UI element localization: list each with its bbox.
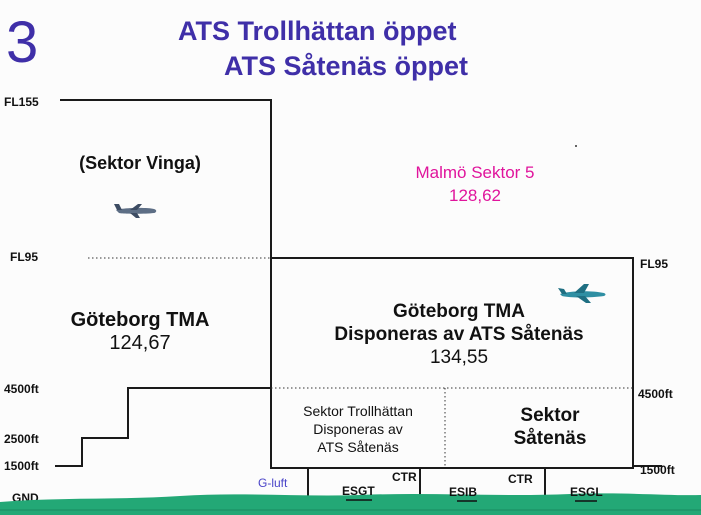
title-line-2: ATS Såtenäs öppet — [224, 51, 468, 81]
malmo-sector-name: Malmö Sektor 5 — [415, 163, 534, 182]
gbg-tma-left-frequency: 124,67 — [109, 332, 170, 354]
esgl-label: ESGL — [570, 485, 603, 499]
gbg-tma-right-disponeras: Disponeras av ATS Såtenäs — [334, 324, 583, 345]
dotted-boundaries — [88, 257, 633, 468]
level-fl95-left: FL95 — [10, 250, 38, 264]
airliner-icon — [114, 204, 157, 218]
trollhattan-line-3: ATS Såtenäs — [317, 439, 398, 455]
ctr-right-label: CTR — [508, 472, 533, 486]
satenas-sector-line-1: Sektor — [520, 405, 580, 426]
malmo-sector-frequency: 128,62 — [449, 186, 501, 205]
esgt-label: ESGT — [342, 484, 375, 498]
level-2500ft: 2500ft — [4, 432, 39, 446]
trollhattan-line-1: Sektor Trollhättan — [303, 403, 413, 419]
diagram-number: 3 — [6, 10, 38, 75]
level-fl155: FL155 — [4, 95, 39, 109]
gbg-tma-right-name: Göteborg TMA — [393, 301, 525, 322]
fighter-jet-icon — [558, 284, 606, 303]
gbg-tma-right-frequency: 134,55 — [430, 347, 488, 368]
level-4500ft-right: 4500ft — [638, 387, 673, 401]
sector-vinga-label: (Sektor Vinga) — [79, 153, 201, 173]
gbg-tma-satenas-box — [270, 257, 634, 469]
airport-underlines — [346, 499, 597, 502]
level-fl95-right: FL95 — [640, 257, 668, 271]
gbg-tma-left-name: Göteborg TMA — [71, 309, 210, 331]
gbg-tma-lower-steps — [55, 387, 271, 467]
level-4500ft-left: 4500ft — [4, 382, 39, 396]
ctr-left-label: CTR — [392, 470, 417, 484]
esib-label: ESIB — [449, 485, 477, 499]
trollhattan-line-2: Disponeras av — [313, 421, 403, 437]
satenas-sector-line-2: Såtenäs — [514, 428, 587, 449]
title-line-1: ATS Trollhättan öppet — [178, 16, 457, 46]
airspace-boundaries — [55, 99, 662, 500]
level-1500ft-left: 1500ft — [4, 459, 39, 473]
g-luft-label: G-luft — [258, 476, 288, 490]
level-1500ft-right: 1500ft — [640, 463, 675, 477]
